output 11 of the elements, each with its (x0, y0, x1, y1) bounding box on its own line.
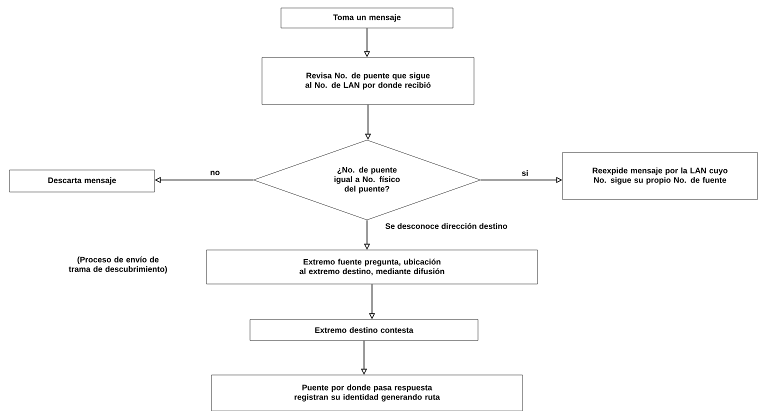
process-box: Extremo fuente pregunta, ubicación al extremo destino, mediante difusión (206, 250, 538, 284)
process-box: Puente por donde pasa respuesta registran su identidad generando ruta (211, 374, 523, 411)
process-box: Extremo destino contesta (250, 319, 478, 341)
note-text: (Proceso de envío de trama de descubrimiento) (68, 256, 167, 274)
process-box: Revisa No. de puente que sigue al No. de LAN por donde recibió (262, 57, 474, 105)
edge-label: Se desconoce dirección destino (384, 222, 508, 230)
process-box: Descarta mensaje (9, 170, 155, 192)
edge-label: si (520, 169, 530, 177)
edge-label: no (209, 170, 221, 176)
process-box: Toma un mensaje (280, 8, 454, 28)
process-box: Reexpide mensaje por la LAN cuyo No. sigue su propio No. de fuente (562, 152, 758, 200)
